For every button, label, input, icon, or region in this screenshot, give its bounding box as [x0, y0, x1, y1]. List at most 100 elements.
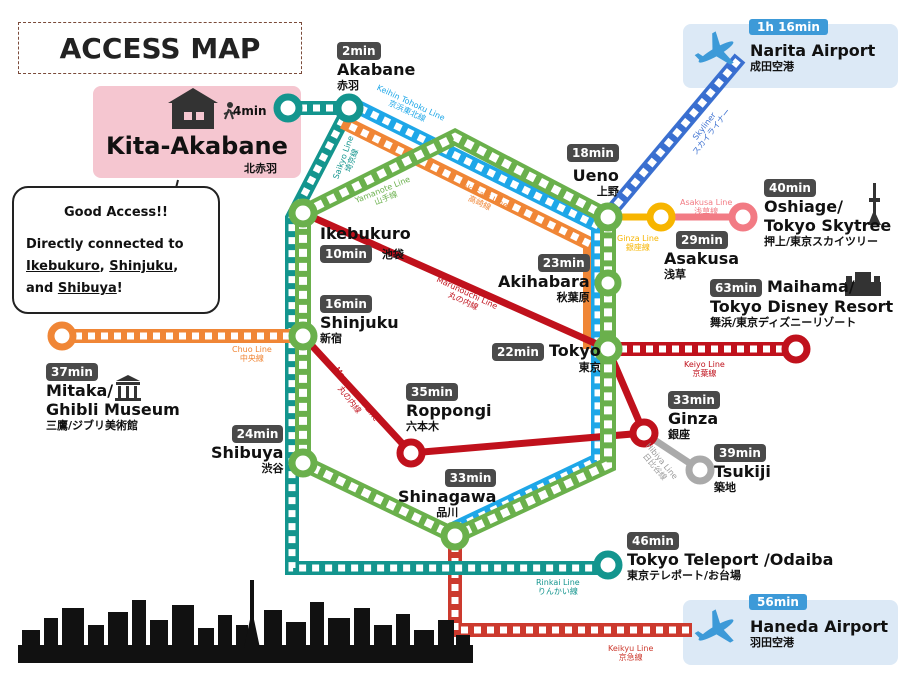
station-name-2: Ghibli Museum	[46, 400, 180, 419]
airplane-icon	[694, 609, 734, 643]
station-jp: 六本木	[406, 420, 439, 433]
skyline-silhouette	[18, 580, 473, 663]
line-jp: 京葉線	[692, 369, 717, 378]
station-name: Roppongi	[406, 401, 492, 420]
time-badge: 22min	[492, 343, 544, 361]
callout-and: and	[26, 281, 54, 296]
callout-shinjuku: Shinjuku	[109, 259, 174, 274]
time-badge: 2min	[337, 42, 381, 60]
station-jp: 銀座	[668, 428, 690, 441]
time-badge: 46min	[627, 532, 679, 550]
callout-ikebukuro: Ikebukuro	[26, 259, 100, 274]
sep: ,	[173, 259, 179, 274]
walking-person-icon	[223, 102, 236, 120]
station-shinjuku[interactable]	[288, 321, 318, 351]
skytree-icon	[868, 183, 881, 225]
walk-time: 4min	[233, 104, 267, 118]
station-name: Ikebukuro	[320, 224, 411, 243]
time-badge: 37min	[46, 363, 98, 381]
page-title: ACCESS MAP	[18, 22, 302, 74]
station-ueno[interactable]	[593, 202, 623, 232]
station-name: Akihabara	[498, 272, 590, 291]
line-jp: りんかい線	[537, 587, 578, 596]
station-jp: 赤羽	[337, 79, 359, 92]
station-jp: 秋葉原	[556, 291, 590, 304]
station-name-2: Tokyo Disney Resort	[710, 297, 894, 316]
station-jp: 築地	[714, 481, 736, 494]
museum-icon	[115, 375, 141, 401]
time-badge: 29min	[676, 231, 728, 249]
line-en: Asakusa Line	[680, 198, 733, 207]
line-en: Rinkai Line	[536, 578, 580, 587]
station-name: Ueno	[572, 166, 619, 185]
station-oshiage[interactable]	[728, 202, 758, 232]
station-jp: 池袋	[381, 248, 404, 261]
station-jp: 新宿	[320, 332, 342, 345]
station-name: Narita Airport	[750, 41, 876, 60]
station-shibuya[interactable]	[288, 448, 318, 478]
haneda-time-badge: 56min	[749, 594, 807, 610]
time-badge: 33min	[668, 391, 720, 409]
station-jp: 東京	[578, 361, 601, 374]
time-badge: 23min	[537, 254, 590, 272]
station-kita-akabane[interactable]	[273, 93, 303, 123]
station-roppongi[interactable]	[396, 438, 426, 468]
station-name: Mitaka/	[46, 381, 114, 400]
station-jp: 三鷹/ジブリ美術館	[46, 419, 139, 432]
callout-end: !	[116, 281, 123, 296]
station-mitaka[interactable]	[47, 321, 77, 351]
station-jp: 成田空港	[750, 60, 794, 73]
callout-title: Good Access!!	[64, 205, 168, 220]
station-jp: 上野	[596, 185, 619, 198]
station-akabane[interactable]	[334, 93, 364, 123]
station-shinagawa[interactable]	[440, 521, 470, 551]
saikyo-rinkai-line	[285, 104, 608, 575]
station-jp: 渋谷	[261, 462, 284, 475]
station-tokyo[interactable]	[593, 334, 623, 364]
time-badge: 40min	[764, 179, 816, 197]
time-badge: 63min	[710, 279, 762, 297]
callout-line1: Directly connected to	[26, 237, 184, 252]
station-maihama[interactable]	[781, 334, 811, 364]
home-station-jp: 北赤羽	[244, 162, 277, 175]
time-badge: 24min	[231, 425, 284, 443]
station-ginza[interactable]	[629, 418, 659, 448]
line-en: Keiyo Line	[684, 360, 725, 369]
time-badge: 18min	[567, 144, 619, 162]
station-name: Oshiage/	[764, 197, 843, 216]
station-tsukiji[interactable]	[685, 455, 715, 485]
station-asakusa[interactable]	[646, 202, 676, 232]
station-name: Maihama/	[766, 277, 855, 296]
station-name: Tokyo Teleport /Odaiba	[627, 550, 834, 569]
station-name: Tokyo	[548, 341, 601, 360]
line-en: Chuo Line	[232, 345, 272, 354]
sep: ,	[99, 259, 105, 274]
station-ikebukuro[interactable]	[288, 198, 318, 228]
station-name: Shinjuku	[320, 313, 399, 332]
station-jp: 浅草	[664, 268, 686, 281]
station-akihabara[interactable]	[594, 269, 622, 297]
home-station-name: Kita-Akabane	[106, 132, 288, 160]
station-name: Haneda Airport	[750, 617, 888, 636]
takasaki-line	[339, 115, 597, 349]
station-teleport[interactable]	[593, 550, 623, 580]
station-name: Tsukiji	[714, 462, 771, 481]
